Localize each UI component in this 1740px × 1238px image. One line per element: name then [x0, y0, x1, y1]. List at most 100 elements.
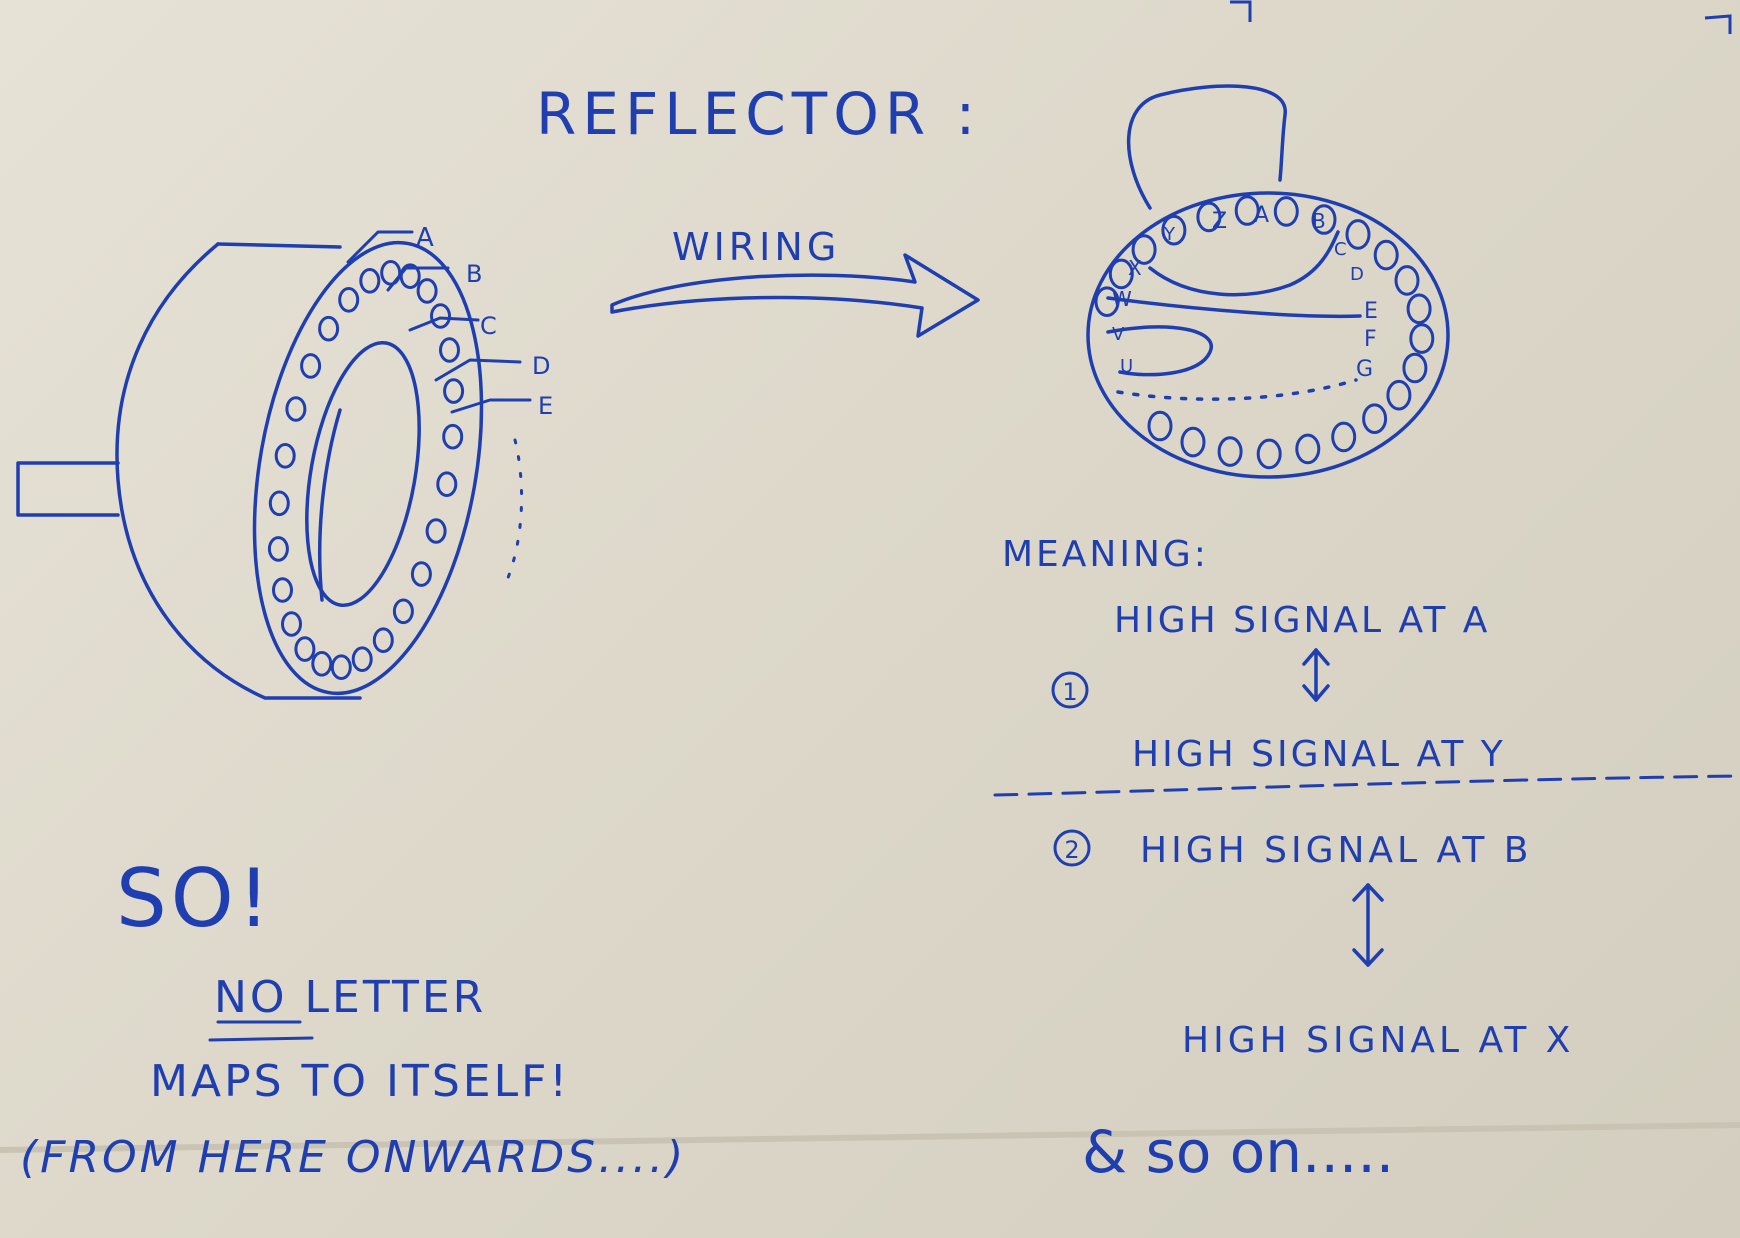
rotor-pin-19 — [359, 268, 381, 294]
reflector-letter-v: V — [1112, 324, 1125, 345]
reflector-pin-15 — [1386, 379, 1412, 411]
wire-x-to-b — [1148, 230, 1340, 297]
reflector-letter-z: Z — [1212, 209, 1227, 234]
meaning-closing: & so on..... — [1082, 1118, 1394, 1186]
reflector-pin-10 — [1373, 239, 1399, 271]
rotor-pin-8 — [311, 651, 333, 677]
reflector-letter-a: A — [1254, 203, 1269, 228]
reflector-pin-7 — [1273, 196, 1299, 227]
page-corner-mark — [1704, 14, 1732, 34]
paper-edge — [0, 1122, 1740, 1153]
drum-outer-outline — [115, 242, 362, 700]
leader-line-e — [450, 398, 532, 414]
reflector-letter-c: C — [1334, 239, 1347, 260]
leader-line-a — [346, 230, 414, 264]
wire-w-to-e — [1106, 296, 1362, 319]
reflector-pin-17 — [1331, 421, 1357, 453]
rotor-pin-22 — [416, 278, 438, 304]
conclusion-line2: MAPS TO ITSELF! — [150, 1056, 570, 1107]
reflector-pin-2 — [1108, 258, 1134, 290]
meaning-item2-bottom: HIGH SIGNAL AT X — [1182, 1020, 1574, 1061]
meaning-item2-top: HIGH SIGNAL AT B — [1140, 830, 1532, 871]
rotor-letter-b: B — [466, 260, 482, 288]
meaning-item1-top: HIGH SIGNAL AT A — [1114, 600, 1490, 641]
rotor-letter-d: D — [532, 352, 550, 380]
reflector-pin-22 — [1147, 410, 1173, 442]
meaning-divider — [993, 774, 1740, 797]
reflector-pin-9 — [1345, 219, 1371, 250]
rotor-pin-11 — [272, 577, 293, 603]
rotor-pin-1 — [436, 471, 458, 498]
meaning-item2-number: 2 — [1064, 836, 1079, 864]
drum-inner-ring — [305, 340, 421, 608]
reflector-pin-4 — [1161, 214, 1187, 246]
reflector-letter-x: X — [1128, 256, 1142, 280]
rotor-pin-9 — [294, 636, 316, 662]
reflector-pin-13 — [1409, 323, 1435, 354]
reflector-pin-ring — [1094, 195, 1435, 470]
leader-line-c — [408, 316, 480, 332]
arrow-label: WIRING — [672, 225, 840, 269]
rotor-pin-2 — [425, 518, 447, 544]
reflector-pin-14 — [1402, 352, 1428, 384]
reflector-pin-6 — [1234, 195, 1260, 226]
reflector-letter-f: F — [1364, 327, 1377, 352]
wire-v-to-u — [1106, 325, 1213, 377]
reflector-letter-e: E — [1364, 299, 1378, 324]
conclusion-line3: (FROM HERE ONWARDS....) — [20, 1132, 686, 1183]
rotor-pin-10 — [281, 611, 302, 637]
meaning-item1-bottom: HIGH SIGNAL AT Y — [1132, 734, 1506, 775]
leader-continuation-dots — [503, 438, 524, 587]
leader-line-b — [386, 266, 450, 292]
reflector-outline — [1086, 191, 1450, 479]
conclusion-exclaim: SO! — [116, 852, 274, 945]
reflector-letter-d: D — [1350, 264, 1364, 285]
leader-line-d — [434, 358, 522, 382]
drum-front-face — [252, 240, 484, 696]
meaning-heading: MEANING: — [1002, 534, 1209, 575]
page-corner-mark — [1230, 0, 1252, 22]
reflector-letter-y: Y — [1163, 224, 1176, 245]
rotor-pin-24 — [439, 337, 460, 363]
title: REFLECTOR : — [536, 80, 981, 148]
wire-y-to-a — [1126, 84, 1287, 210]
item1-bidirectional-arrow — [1302, 648, 1330, 702]
reflector-pin-18 — [1295, 433, 1321, 465]
reflector-pin-8 — [1311, 204, 1337, 235]
rotor-pin-17 — [318, 315, 340, 342]
item1-number-circle — [1051, 671, 1089, 709]
drum-top-edge — [216, 242, 342, 249]
reflector-letter-b: B — [1312, 209, 1326, 233]
reflector-pin-3 — [1131, 234, 1157, 265]
rotor-pin-4 — [392, 598, 414, 625]
reflector-pin-19 — [1256, 438, 1282, 470]
rotor-leader-lines — [346, 230, 532, 587]
item2-bidirectional-arrow — [1352, 883, 1384, 967]
drum-shaft — [16, 461, 120, 517]
rotor-pin-23 — [430, 303, 451, 329]
reflector-drum — [16, 240, 484, 700]
rotor-pin-13 — [268, 490, 290, 517]
rotor-pin-7 — [330, 654, 352, 681]
reflector-pin-11 — [1394, 265, 1420, 296]
rotor-pin-16 — [300, 353, 322, 379]
wire-continuation-dots — [1116, 378, 1358, 401]
rotor-pin-6 — [351, 646, 373, 673]
rotor-pin-3 — [410, 561, 432, 587]
meaning-item1-number: 1 — [1062, 678, 1077, 706]
reflector-letter-g: G — [1356, 357, 1373, 382]
rotor-pin-ring — [267, 260, 465, 681]
reflector-face — [1086, 84, 1450, 479]
wiring-arrow — [610, 253, 980, 338]
reflector-pin-21 — [1180, 426, 1206, 458]
rotor-letter-a: A — [416, 223, 434, 253]
reflector-pin-1 — [1094, 286, 1120, 318]
rotor-pin-12 — [267, 536, 289, 562]
rotor-pin-18 — [338, 287, 360, 313]
rotor-pin-25 — [443, 378, 465, 404]
rotor-pin-15 — [285, 396, 307, 422]
rotor-pin-5 — [372, 627, 394, 654]
overline-maps — [208, 1036, 314, 1042]
